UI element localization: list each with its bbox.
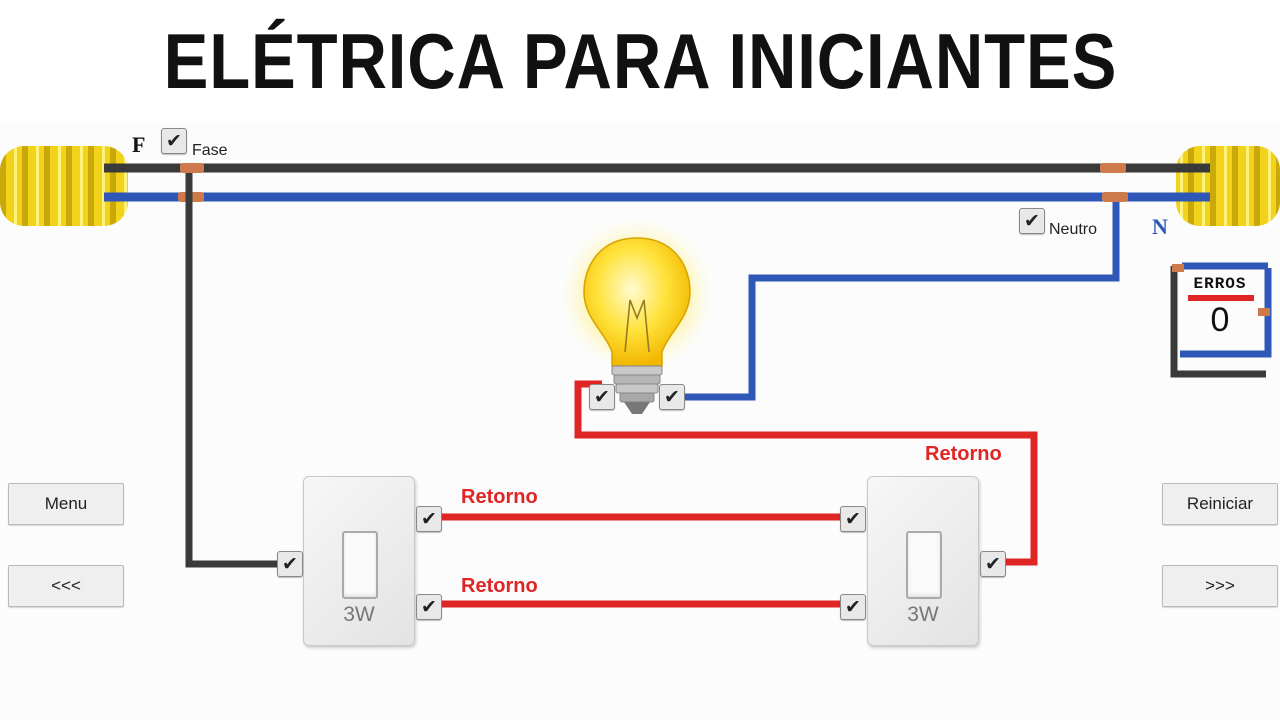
lamp-icon: [555, 213, 719, 414]
fase-label: Fase: [192, 142, 228, 159]
lamp-retorno-checkbox[interactable]: ✔: [589, 384, 615, 410]
cable-left: [0, 146, 128, 226]
switch-label: 3W: [907, 603, 939, 626]
page-title-text: ELÉTRICA PARA INICIANTES: [163, 16, 1117, 105]
restart-button[interactable]: Reiniciar: [1162, 483, 1278, 525]
switch-right-top-checkbox[interactable]: ✔: [840, 506, 866, 532]
three-way-switch-left: 3W: [303, 476, 415, 646]
retorno-top-label: Retorno: [461, 486, 538, 508]
neutro-lamp-wire: [680, 202, 1120, 401]
errors-title: ERROS: [1193, 275, 1247, 293]
neutro-letter: N: [1152, 214, 1168, 239]
switch-right-bottom-checkbox[interactable]: ✔: [840, 594, 866, 620]
switch-left-common-checkbox[interactable]: ✔: [277, 551, 303, 577]
neutro-connection-checkbox[interactable]: ✔: [1019, 208, 1045, 234]
three-way-switch-right: 3W: [867, 476, 979, 646]
retorno-lamp-wire: [574, 380, 1038, 566]
previous-button[interactable]: <<<: [8, 565, 124, 607]
switch-key[interactable]: [906, 531, 942, 599]
switch-right-common-checkbox[interactable]: ✔: [980, 551, 1006, 577]
fase-drop-wire: [185, 173, 284, 568]
next-button[interactable]: >>>: [1162, 565, 1278, 607]
errors-count: 0: [1210, 301, 1230, 339]
page-title: ELÉTRICA PARA INICIANTES: [0, 0, 1280, 122]
errors-counter: ERROS 0: [1182, 275, 1258, 340]
fase-connection-checkbox[interactable]: ✔: [161, 128, 187, 154]
switch-key[interactable]: [342, 531, 378, 599]
lamp-neutro-checkbox[interactable]: ✔: [659, 384, 685, 410]
fase-letter: F: [132, 132, 146, 157]
retorno-right-label: Retorno: [925, 443, 1002, 465]
cable-right: [1176, 146, 1280, 226]
retorno-bottom-label: Retorno: [461, 575, 538, 597]
switch-left-top-checkbox[interactable]: ✔: [416, 506, 442, 532]
errors-frame: [1170, 262, 1272, 378]
switch-left-bottom-checkbox[interactable]: ✔: [416, 594, 442, 620]
switch-label: 3W: [343, 603, 375, 626]
menu-button[interactable]: Menu: [8, 483, 124, 525]
neutro-label: Neutro: [1049, 221, 1098, 238]
